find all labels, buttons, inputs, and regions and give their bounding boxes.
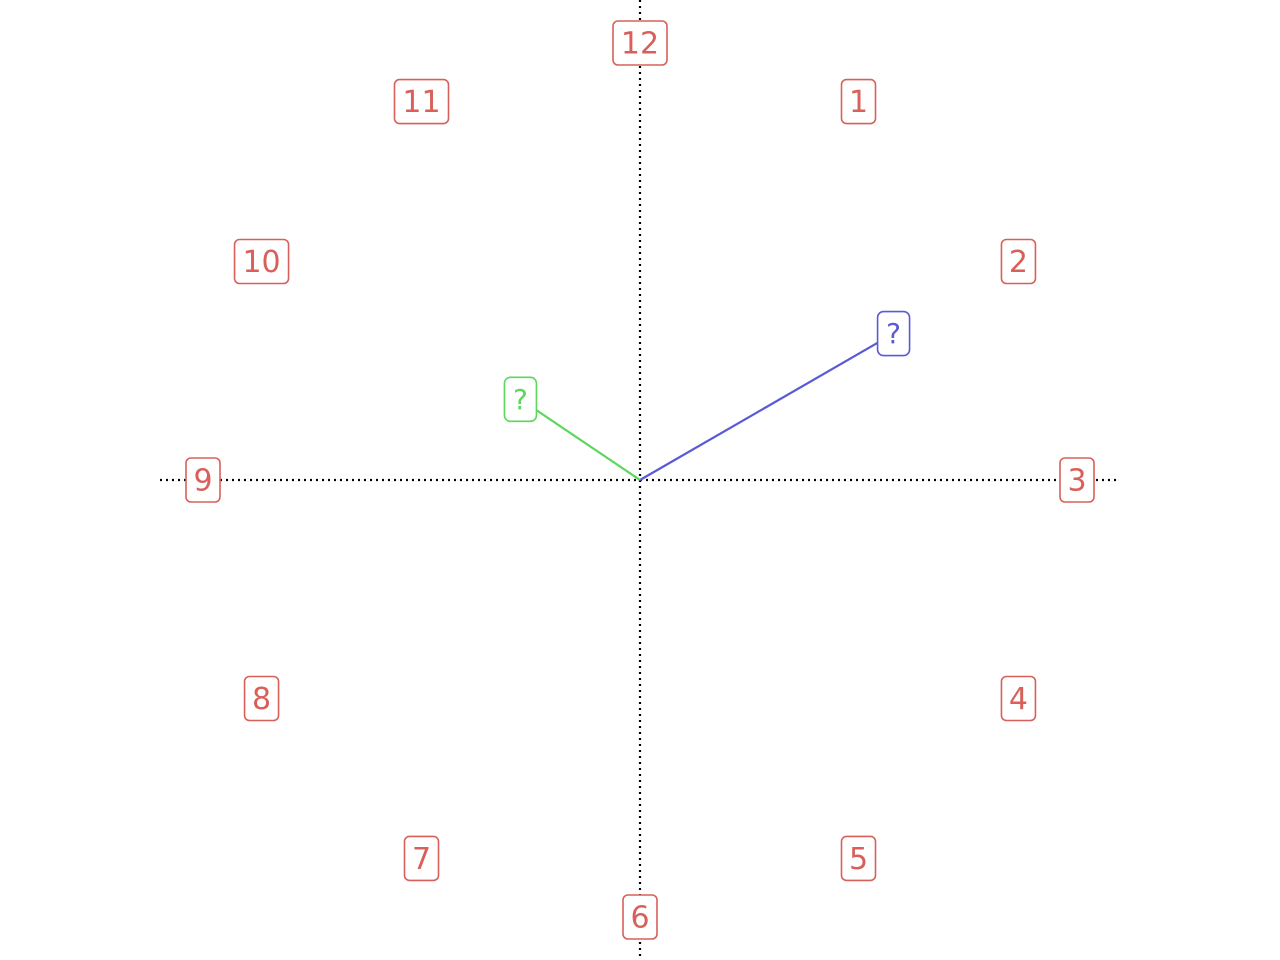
clock-number-label: 10	[242, 245, 280, 280]
clock-number-label: 12	[621, 27, 659, 62]
clock-number-label: 11	[402, 85, 440, 120]
clock-number-2: 2	[1000, 238, 1037, 285]
clock-number-4: 4	[1000, 675, 1037, 722]
clock-number-7: 7	[403, 835, 440, 882]
clock-number-box	[622, 894, 658, 940]
minute-hand-label-box	[503, 376, 538, 423]
clock-number-1: 1	[840, 78, 877, 125]
clock-number-label: 8	[252, 682, 271, 717]
hour-hand-label: ?	[886, 317, 901, 350]
clock-hands: ??	[503, 310, 911, 481]
clock-number-box	[393, 78, 450, 125]
clock-number-label: 5	[849, 842, 868, 877]
clock-number-6: 6	[622, 894, 658, 940]
minute-hand-label: ?	[513, 383, 528, 416]
clock-number-3: 3	[1059, 457, 1095, 503]
minute-hand: ?	[503, 376, 641, 481]
clock-number-label: 7	[412, 842, 431, 877]
clock-number-box	[1059, 457, 1095, 503]
clock-number-label: 6	[630, 901, 649, 936]
clock-number-label: 1	[849, 85, 868, 120]
clock-number-box	[1000, 238, 1037, 285]
clock-number-box	[612, 20, 668, 66]
hour-hand-label-box	[876, 310, 911, 357]
clock-number-box	[243, 675, 280, 722]
clock-number-12: 12	[612, 20, 668, 66]
hour-hand: ?	[639, 310, 911, 481]
clock-number-box	[233, 238, 290, 285]
clock-number-box	[403, 835, 440, 882]
minute-hand-line	[519, 398, 641, 481]
clock-number-10: 10	[233, 238, 290, 285]
clock-number-label: 9	[193, 464, 212, 499]
clock-number-box	[840, 835, 877, 882]
clock-number-box	[840, 78, 877, 125]
hour-hand-line	[639, 332, 895, 481]
clock-number-9: 9	[185, 457, 221, 503]
clock-number-5: 5	[840, 835, 877, 882]
clock-number-label: 4	[1009, 682, 1028, 717]
clock-number-label: 3	[1067, 464, 1086, 499]
clock-number-box	[185, 457, 221, 503]
clock-number-label: 2	[1009, 245, 1028, 280]
clock-number-8: 8	[243, 675, 280, 722]
clock-number-11: 11	[393, 78, 450, 125]
clock-number-box	[1000, 675, 1037, 722]
